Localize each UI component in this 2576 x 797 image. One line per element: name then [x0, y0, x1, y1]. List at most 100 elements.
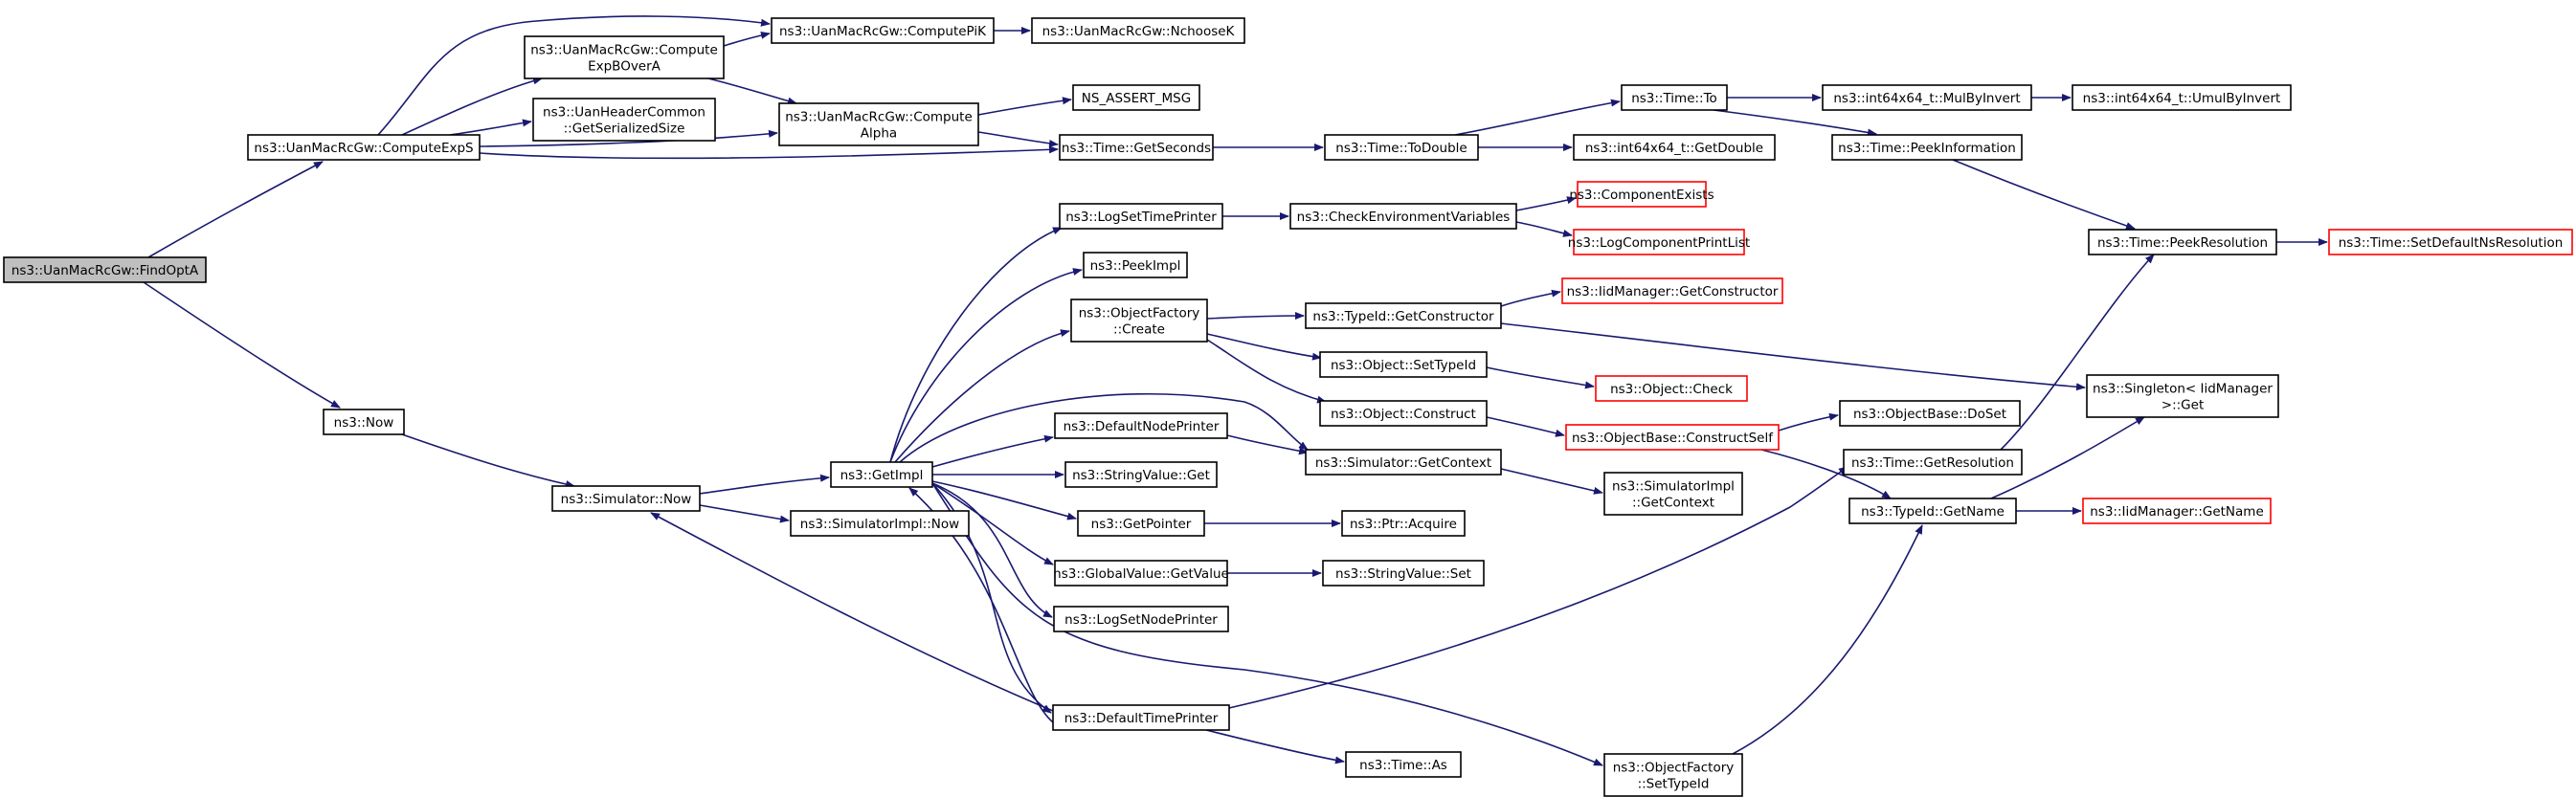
node-nchoosek[interactable]: ns3::UanMacRcGw::NchooseK [1031, 17, 1245, 44]
node-objectbasedoset[interactable]: ns3::ObjectBase::DoSet [1839, 400, 2021, 427]
edge-checkenv-to-logcomponentprintlist [1515, 221, 1573, 237]
edge-todouble-to-timeto [1454, 99, 1621, 136]
node-defaultnodeprinter[interactable]: ns3::DefaultNodePrinter [1054, 412, 1228, 439]
node-todouble[interactable]: ns3::Time::ToDouble [1324, 134, 1479, 161]
call-nodes: ns3::UanMacRcGw::FindOptA ns3::UanMacRcGw… [3, 17, 2573, 797]
node-checkenv[interactable]: ns3::CheckEnvironmentVariables [1289, 203, 1517, 230]
node-label: ns3::LogSetNodePrinter [1064, 612, 1218, 628]
edge-computealpha-to-getseconds [977, 131, 1059, 147]
node-objectcheck[interactable]: ns3::Object::Check [1595, 375, 1748, 402]
node-peekinformation[interactable]: ns3::Time::PeekInformation [1831, 134, 2023, 161]
node-label: ns3::TypeId::GetConstructor [1312, 309, 1494, 324]
node-box [2088, 229, 2277, 255]
node-label: ns3::Time::ToDouble [1335, 141, 1467, 156]
node-objectsettypeid[interactable]: ns3::Object::SetTypeId [1319, 351, 1488, 378]
node-label: ns3::GlobalValue::GetValue [1053, 566, 1229, 582]
node-mulbyinvert[interactable]: ns3::int64x64_t::MulByInvert [1822, 84, 2032, 111]
node-getseconds[interactable]: ns3::Time::GetSeconds [1059, 134, 1214, 161]
node-box [1053, 606, 1229, 632]
node-label: ns3::ObjectBase::DoSet [1853, 407, 2006, 422]
node-componentexists[interactable]: ns3::ComponentExists [1569, 181, 1714, 208]
node-box [1848, 498, 2017, 524]
node-iidmanagergetconstructor[interactable]: ns3::IidManager::GetConstructor [1561, 277, 1783, 304]
node-label: ns3::UanMacRcGw::ComputePiK [779, 24, 987, 39]
node-setdefaultnsresolution[interactable]: ns3::Time::SetDefaultNsResolution [2328, 229, 2573, 255]
edge-getimpl-to-peekimpl [889, 268, 1083, 463]
node-box [2086, 374, 2279, 418]
node-simgetcontext[interactable]: ns3::Simulator::GetContext [1305, 449, 1502, 476]
node-box [1083, 252, 1188, 278]
node-simimplnow[interactable]: ns3::SimulatorImpl::Now [790, 510, 970, 537]
node-now[interactable]: ns3::Now [323, 409, 405, 435]
node-logsettimeprinter[interactable]: ns3::LogSetTimePrinter [1059, 203, 1223, 230]
node-globalvaluegetvalue[interactable]: ns3::GlobalValue::GetValue [1053, 560, 1229, 587]
edge-objectsettypeid-to-objectcheck [1486, 366, 1595, 389]
node-label: ns3::CheckEnvironmentVariables [1297, 210, 1511, 225]
node-box [1839, 400, 2021, 427]
node-label: ns3::StringValue::Get [1072, 468, 1210, 483]
edge-findopta-to-computeexps [147, 161, 324, 258]
node-gettime_resolution[interactable]: ns3::Time::GetResolution [1843, 449, 2023, 476]
node-box [2328, 229, 2573, 255]
node-defaulttimeprinter[interactable]: ns3::DefaultTimePrinter [1052, 704, 1230, 731]
node-getimpl[interactable]: ns3::GetImpl [830, 461, 933, 488]
node-logsetnodeprinter[interactable]: ns3::LogSetNodePrinter [1053, 606, 1229, 632]
node-getserializedsize[interactable]: ns3::UanHeaderCommon::GetSerializedSize [532, 98, 716, 142]
node-label: ExpBOverA [588, 59, 661, 75]
node-box [1289, 203, 1517, 230]
node-label: ns3::int64x64_t::MulByInvert [1833, 91, 2020, 106]
edge-objfactorysettypeid-to-typeidgetname [1732, 524, 1923, 755]
node-constructself[interactable]: ns3::ObjectBase::ConstructSelf [1565, 424, 1780, 451]
node-iidmanagergetname[interactable]: ns3::IidManager::GetName [2082, 498, 2272, 524]
node-timeto[interactable]: ns3::Time::To [1621, 84, 1728, 111]
node-label: ::GetSerializedSize [564, 122, 685, 137]
node-box [1565, 424, 1780, 451]
node-int64getdouble[interactable]: ns3::int64x64_t::GetDouble [1573, 134, 1776, 161]
node-stringvalueget[interactable]: ns3::StringValue::Get [1064, 461, 1218, 488]
edge-getimpl-to-defaultnodeprinter [931, 434, 1054, 468]
edge-typeidgetconstructor-to-iidmanagergetconstructor [1500, 289, 1561, 307]
node-nsassert[interactable]: NS_ASSERT_MSG [1072, 84, 1200, 111]
node-objfactorycreate[interactable]: ns3::ObjectFactory::Create [1070, 299, 1208, 343]
node-computeexps[interactable]: ns3::UanMacRcGw::ComputeExpS [247, 134, 481, 161]
edge-objfactorycreate-to-objectconstruct [1206, 339, 1327, 404]
node-ptracquire[interactable]: ns3::Ptr::Acquire [1341, 510, 1466, 537]
node-box [1319, 351, 1488, 378]
node-timeas[interactable]: ns3::Time::As [1345, 751, 1462, 778]
node-objfactorysettypeid[interactable]: ns3::ObjectFactory::SetTypeId [1603, 753, 1743, 797]
node-simimplgetcontext[interactable]: ns3::SimulatorImpl::GetContext [1603, 472, 1743, 516]
node-peekimpl[interactable]: ns3::PeekImpl [1083, 252, 1188, 278]
node-label: ns3::Time::SetDefaultNsResolution [2339, 235, 2564, 251]
edge-computeexps-to-computepik [377, 15, 771, 136]
node-label: ns3::UanMacRcGw::FindOptA [11, 263, 199, 278]
node-box [1603, 472, 1743, 516]
edge-defaulttimeprinter-to-gettime_resolution [1228, 466, 1848, 709]
node-simnow[interactable]: ns3::Simulator::Now [551, 485, 701, 512]
node-label: ns3::SimulatorImpl::Now [800, 517, 959, 532]
node-label: ns3::ObjectFactory [1079, 306, 1200, 321]
edge-simnow-to-getimpl [699, 474, 830, 495]
node-box [1064, 461, 1218, 488]
node-typeidgetconstructor[interactable]: ns3::TypeId::GetConstructor [1305, 302, 1502, 329]
node-findopta[interactable]: ns3::UanMacRcGw::FindOptA [3, 256, 207, 283]
node-singletonget[interactable]: ns3::Singleton< IidManager >::Get [2086, 374, 2279, 418]
node-typeidgetname[interactable]: ns3::TypeId::GetName [1848, 498, 2017, 524]
node-peekresolution[interactable]: ns3::Time::PeekResolution [2088, 229, 2277, 255]
node-getpointer[interactable]: ns3::GetPointer [1077, 510, 1205, 537]
node-umulbyinvert[interactable]: ns3::int64x64_t::UmulByInvert [2072, 84, 2292, 111]
node-box [830, 461, 933, 488]
edge-computeexpbovera-to-computealpha [707, 77, 797, 105]
node-logcomponentprintlist[interactable]: ns3::LogComponentPrintList [1568, 229, 1750, 255]
node-computepik[interactable]: ns3::UanMacRcGw::ComputePiK [771, 17, 995, 44]
node-box [1573, 134, 1776, 161]
node-label: ns3::ComponentExists [1569, 188, 1714, 203]
node-box [1059, 203, 1223, 230]
node-label: ns3::Time::To [1631, 91, 1717, 106]
edge-objectconstruct-to-constructself [1486, 416, 1565, 437]
node-objectconstruct[interactable]: ns3::Object::Construct [1319, 400, 1488, 427]
node-stringvalueset[interactable]: ns3::StringValue::Set [1322, 560, 1485, 587]
node-label: ns3::Object::SetTypeId [1331, 358, 1476, 373]
